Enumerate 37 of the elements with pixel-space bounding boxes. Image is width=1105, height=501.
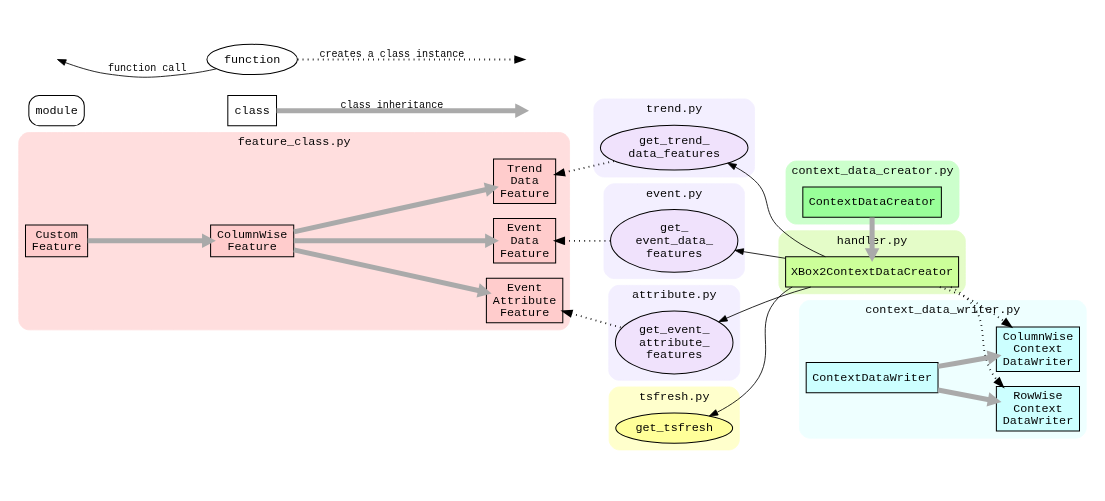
node-box: Event Attribute Feature — [485, 277, 564, 324]
arrow — [293, 233, 499, 249]
node-box: module — [28, 95, 85, 127]
arrow — [296, 55, 527, 64]
arrow — [937, 350, 1002, 369]
node-ellipse: get_tsfresh — [615, 412, 734, 444]
node-box: Custom Feature — [25, 224, 89, 258]
arrow — [734, 248, 786, 259]
node-ellipse: function — [206, 43, 298, 76]
arrow — [87, 233, 216, 249]
node-box: RowWise Context DataWriter — [995, 386, 1080, 432]
arrow — [950, 286, 1005, 389]
arrow — [708, 286, 793, 417]
arrow — [938, 286, 1014, 329]
node-box: XBox2ContextDataCreator — [785, 256, 960, 288]
arrow — [727, 162, 826, 258]
arrow — [560, 309, 623, 329]
node-box: ColumnWise Context DataWriter — [995, 326, 1080, 372]
edge-label: class inheritance — [340, 99, 444, 111]
node-ellipse: get_ event_data_ features — [610, 208, 739, 273]
arrow — [57, 59, 217, 78]
edge-label: creates a class instance — [319, 48, 465, 60]
node-ellipse: get_event_ attribute_ features — [614, 310, 734, 375]
arrow — [864, 217, 880, 263]
arrow — [553, 160, 616, 177]
arrow — [718, 286, 812, 323]
node-box: Trend Data Feature — [493, 158, 557, 204]
node-box: ContextDataWriter — [805, 362, 939, 394]
arrow — [276, 103, 530, 118]
node-box: Event Data Feature — [493, 218, 557, 264]
node-box: ColumnWise Feature — [210, 224, 295, 258]
edge-label: function call — [107, 62, 187, 74]
arrow — [937, 387, 1002, 407]
node-box: class — [227, 95, 278, 127]
arrow — [293, 182, 499, 235]
node-box: ContextDataCreator — [802, 186, 942, 218]
arrow — [293, 247, 492, 298]
